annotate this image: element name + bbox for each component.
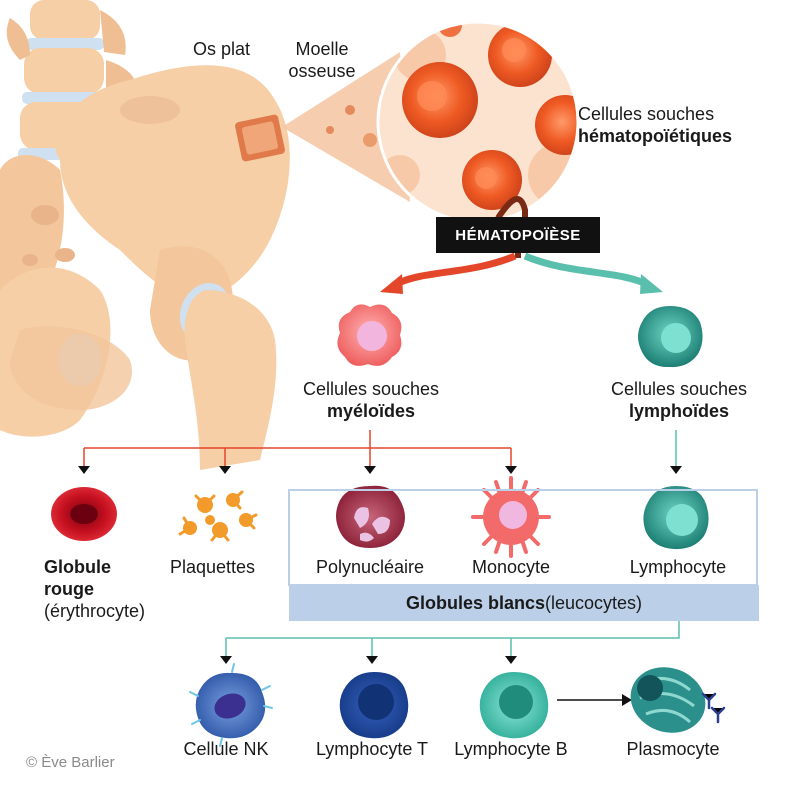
myeloid-branch-arrow	[393, 252, 517, 289]
label-hsc-line2: hématopoïétiques	[578, 126, 733, 146]
lymphocyte-icon	[643, 486, 709, 550]
label-globule-rouge: Globule rouge (érythrocyte)	[44, 556, 145, 622]
label-globules-blancs: Globules blancs	[405, 592, 545, 613]
label-leucocytes: (leucocytes)	[545, 592, 643, 613]
label-lymphocyte-b: Lymphocyte B	[454, 739, 568, 759]
label-moelle-line1: Moelle	[295, 39, 349, 59]
label-plasmocyte: Plasmocyte	[626, 739, 720, 759]
label-monocyte: Monocyte	[471, 557, 551, 577]
label-lymphoid-stem: Cellules souches lymphoïdes	[589, 378, 769, 422]
iliac-bone	[54, 65, 290, 300]
red-blood-cell-icon	[51, 487, 117, 541]
label-plaquettes: Plaquettes	[170, 557, 256, 577]
polynuclear-cell-icon	[336, 485, 405, 548]
myeloid-stem-cell-icon	[337, 304, 402, 366]
label-lymphoid-line2: lymphoïdes	[628, 401, 730, 421]
monocyte-icon	[471, 476, 551, 558]
label-hsc: Cellules souches hématopoïétiques	[578, 103, 732, 147]
myeloid-distribution-line	[84, 430, 511, 449]
label-os-plat: Os plat	[193, 39, 251, 59]
white-blood-cells-band: Globules blancs (leucocytes)	[289, 585, 759, 621]
zoom-cone	[282, 52, 410, 202]
marrow-zoom-circle	[376, 20, 580, 224]
label-myeloid-stem: Cellules souches myéloïdes	[281, 378, 461, 422]
label-lymphocyte-t: Lymphocyte T	[315, 739, 429, 759]
pelvis-illustration	[0, 0, 290, 470]
label-globule-rouge-line3: (érythrocyte)	[44, 601, 146, 621]
antibody-icon	[701, 692, 726, 724]
label-hsc-line1: Cellules souches	[578, 104, 715, 124]
label-lymphocyte: Lymphocyte	[629, 557, 727, 577]
label-globule-rouge-line1: Globule	[44, 557, 111, 577]
nk-cell-icon	[189, 663, 273, 747]
plasmocyte-icon	[630, 667, 726, 733]
hematopoiesis-stem	[495, 196, 528, 220]
label-polynucleaire: Polynucléaire	[315, 557, 425, 577]
lymphoid-stem-cell-icon	[638, 306, 703, 368]
lymphoid-branch-arrow	[523, 252, 650, 289]
label-cellule-nk: Cellule NK	[183, 739, 269, 759]
label-moelle-line2: osseuse	[288, 61, 356, 81]
platelets-icon	[178, 490, 258, 542]
label-lymphoid-line1: Cellules souches	[610, 379, 748, 399]
hematopoiesis-badge: HÉMATOPOÏÈSE	[436, 217, 600, 253]
t-lymphocyte-icon	[339, 672, 409, 739]
label-moelle-osseuse: Moelle osseuse	[277, 38, 367, 82]
b-lymphocyte-icon	[479, 672, 549, 739]
label-globule-rouge-line2: rouge	[44, 579, 95, 599]
label-myeloid-line1: Cellules souches	[302, 379, 440, 399]
image-credit: © Ève Barlier	[26, 754, 115, 771]
label-myeloid-line2: myéloïdes	[326, 401, 416, 421]
